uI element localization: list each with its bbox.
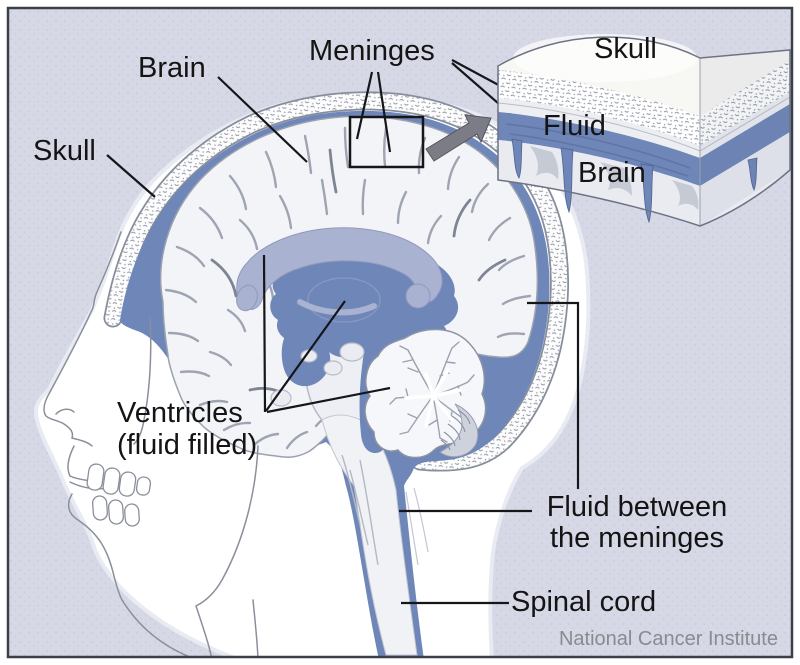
midbrain-structures <box>270 342 365 407</box>
inset-side-shade <box>700 50 790 226</box>
frame-border <box>6 6 794 659</box>
face-profile <box>43 231 259 656</box>
inset-brain-label: Brain <box>578 157 646 189</box>
cerebellar-tonsil <box>439 403 479 458</box>
cerebellum <box>364 328 487 459</box>
inset-skull-label: Skull <box>594 33 657 65</box>
meninges-leader-line-left <box>355 71 374 140</box>
attribution-text: National Cancer Institute <box>558 628 778 650</box>
inset-fluid-drips <box>511 138 758 224</box>
ventricles-label-line1: Ventricles <box>117 397 243 429</box>
inset-outline <box>497 36 791 227</box>
ventricles-leader-line-1 <box>262 254 267 413</box>
skull-bone-band <box>103 91 569 472</box>
fluid-between-label: Fluid between the meninges <box>534 492 740 554</box>
spinal-cord-label: Spinal cord <box>511 586 657 618</box>
inset-fluid-layer <box>498 104 790 186</box>
brain-label: Brain <box>138 52 206 84</box>
inset-fluid-label: Fluid <box>543 110 606 142</box>
inset-brain-sulci-shading <box>530 146 699 210</box>
meninges-label: Meninges <box>309 35 435 67</box>
teeth <box>86 463 152 527</box>
ventricles-leader-line-3 <box>266 386 391 414</box>
ventricles-label: Ventricles (fluid filled) <box>117 397 257 461</box>
thalamus-outline <box>307 277 381 323</box>
tonsil-folia-lines <box>440 409 471 451</box>
skull-leader-line <box>106 154 156 198</box>
skull-label: Skull <box>33 135 96 167</box>
meninges-leader-line-right <box>376 71 392 153</box>
ventricles-label-line2: (fluid filled) <box>117 429 258 461</box>
cerebellum-arbor-vitae <box>404 368 462 428</box>
inset-membrane-layer <box>498 92 790 158</box>
ventricles-leader-line-2 <box>265 300 346 412</box>
fluid-between-label-line1: Fluid between <box>546 491 728 523</box>
fluid-between-leader-elbow <box>527 301 580 489</box>
corpus-callosum <box>236 227 443 316</box>
meninges-inset-illustration <box>497 34 791 227</box>
brain-leader-line <box>217 76 308 163</box>
fluid-between-label-line2: the meninges <box>549 522 725 554</box>
meninges-detail-box <box>348 115 425 169</box>
zoom-arrow-icon <box>425 114 492 162</box>
